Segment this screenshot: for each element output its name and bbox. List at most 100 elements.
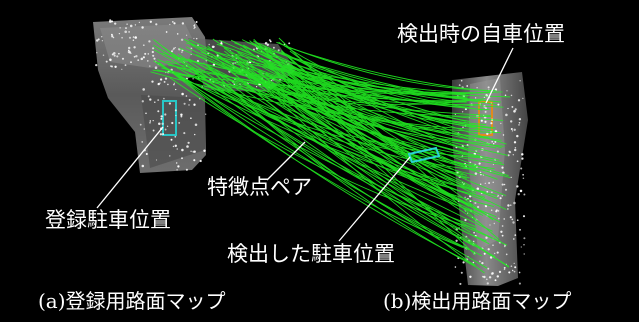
feature-point	[159, 78, 163, 81]
feature-point	[173, 83, 175, 86]
feature-point	[149, 65, 151, 67]
feature-point	[174, 109, 177, 112]
feature-pair-line	[150, 71, 482, 131]
feature-point	[507, 204, 510, 207]
feature-point	[147, 95, 150, 98]
feature-point	[169, 155, 171, 157]
feature-pair-line	[153, 39, 487, 242]
feature-point	[503, 218, 505, 220]
feature-pair-line	[253, 38, 470, 207]
feature-point	[121, 68, 123, 70]
feature-pair-line	[257, 71, 497, 218]
feature-pair-line	[173, 65, 498, 196]
feature-point	[474, 201, 477, 205]
feature-point	[511, 105, 514, 108]
feature-point	[190, 117, 192, 119]
feature-point	[105, 60, 108, 63]
feature-point	[455, 239, 458, 242]
feature-pair-line	[212, 54, 496, 258]
feature-pair-line	[209, 66, 481, 158]
feature-point	[188, 98, 191, 101]
feature-pair-line	[203, 62, 476, 267]
feature-point	[513, 128, 516, 131]
feature-pair-line	[246, 41, 497, 106]
feature-point	[138, 21, 141, 24]
feature-point	[517, 193, 520, 196]
feature-point	[129, 24, 133, 28]
feature-pair-line	[178, 76, 495, 170]
feature-pair-line	[260, 57, 509, 177]
feature-point	[489, 224, 491, 226]
feature-point	[176, 33, 179, 35]
feature-point	[474, 172, 478, 175]
feature-point	[175, 114, 177, 117]
feature-point	[496, 251, 499, 254]
feature-pair-line	[278, 41, 466, 108]
feature-point	[166, 125, 169, 127]
feature-point	[480, 119, 483, 122]
feature-point	[492, 142, 495, 145]
feature-point	[479, 260, 481, 263]
feature-point	[512, 238, 515, 240]
feature-point	[513, 270, 516, 273]
feature-point	[510, 120, 513, 123]
feature-point	[484, 182, 486, 184]
feature-point	[499, 197, 502, 200]
feature-point-pair-lines	[150, 37, 511, 274]
feature-point	[194, 123, 198, 126]
feature-point	[158, 122, 161, 125]
feature-point	[518, 124, 520, 126]
feature-point	[121, 57, 125, 60]
feature-pair-line	[256, 46, 471, 170]
feature-point	[112, 36, 115, 39]
feature-point	[194, 133, 196, 136]
feature-point	[511, 130, 513, 132]
feature-point	[484, 110, 487, 113]
feature-point	[147, 60, 149, 62]
feature-pair-line	[265, 66, 481, 142]
feature-point	[487, 86, 490, 89]
feature-point	[518, 271, 521, 274]
feature-pair-line	[254, 43, 487, 126]
feature-point	[522, 174, 524, 176]
feature-point	[135, 55, 138, 58]
feature-point	[212, 45, 215, 48]
feature-point	[474, 97, 477, 99]
feature-point	[487, 248, 490, 251]
feature-point	[513, 262, 515, 265]
feature-point	[148, 40, 151, 43]
feature-point	[193, 103, 196, 106]
feature-point	[512, 154, 514, 156]
feature-point	[180, 38, 184, 41]
feature-point	[498, 270, 502, 274]
feature-point	[155, 159, 158, 161]
feature-point	[520, 167, 523, 170]
feature-point	[175, 162, 178, 164]
feature-point	[176, 148, 178, 150]
feature-point	[488, 276, 492, 279]
feature-point	[163, 97, 165, 100]
feature-point	[114, 22, 117, 25]
feature-point	[511, 269, 514, 272]
feature-point	[472, 240, 475, 243]
feature-point	[521, 153, 524, 156]
feature-point	[199, 159, 202, 163]
feature-point	[172, 145, 175, 148]
feature-point	[181, 51, 183, 53]
feature-point	[175, 88, 177, 91]
feature-point	[266, 43, 269, 46]
feature-point	[147, 53, 150, 55]
feature-point	[488, 182, 491, 184]
feature-pair-line	[236, 61, 471, 233]
feature-point	[171, 50, 173, 53]
feature-point	[518, 282, 521, 285]
label-detected-parking-position: 検出した駐車位置	[227, 242, 395, 266]
feature-point	[125, 27, 127, 30]
feature-point	[130, 52, 132, 54]
feature-point	[187, 141, 190, 144]
feature-point	[174, 135, 177, 138]
feature-point	[160, 117, 163, 120]
feature-point	[514, 266, 517, 269]
feature-point	[460, 271, 463, 274]
feature-point	[96, 52, 98, 54]
